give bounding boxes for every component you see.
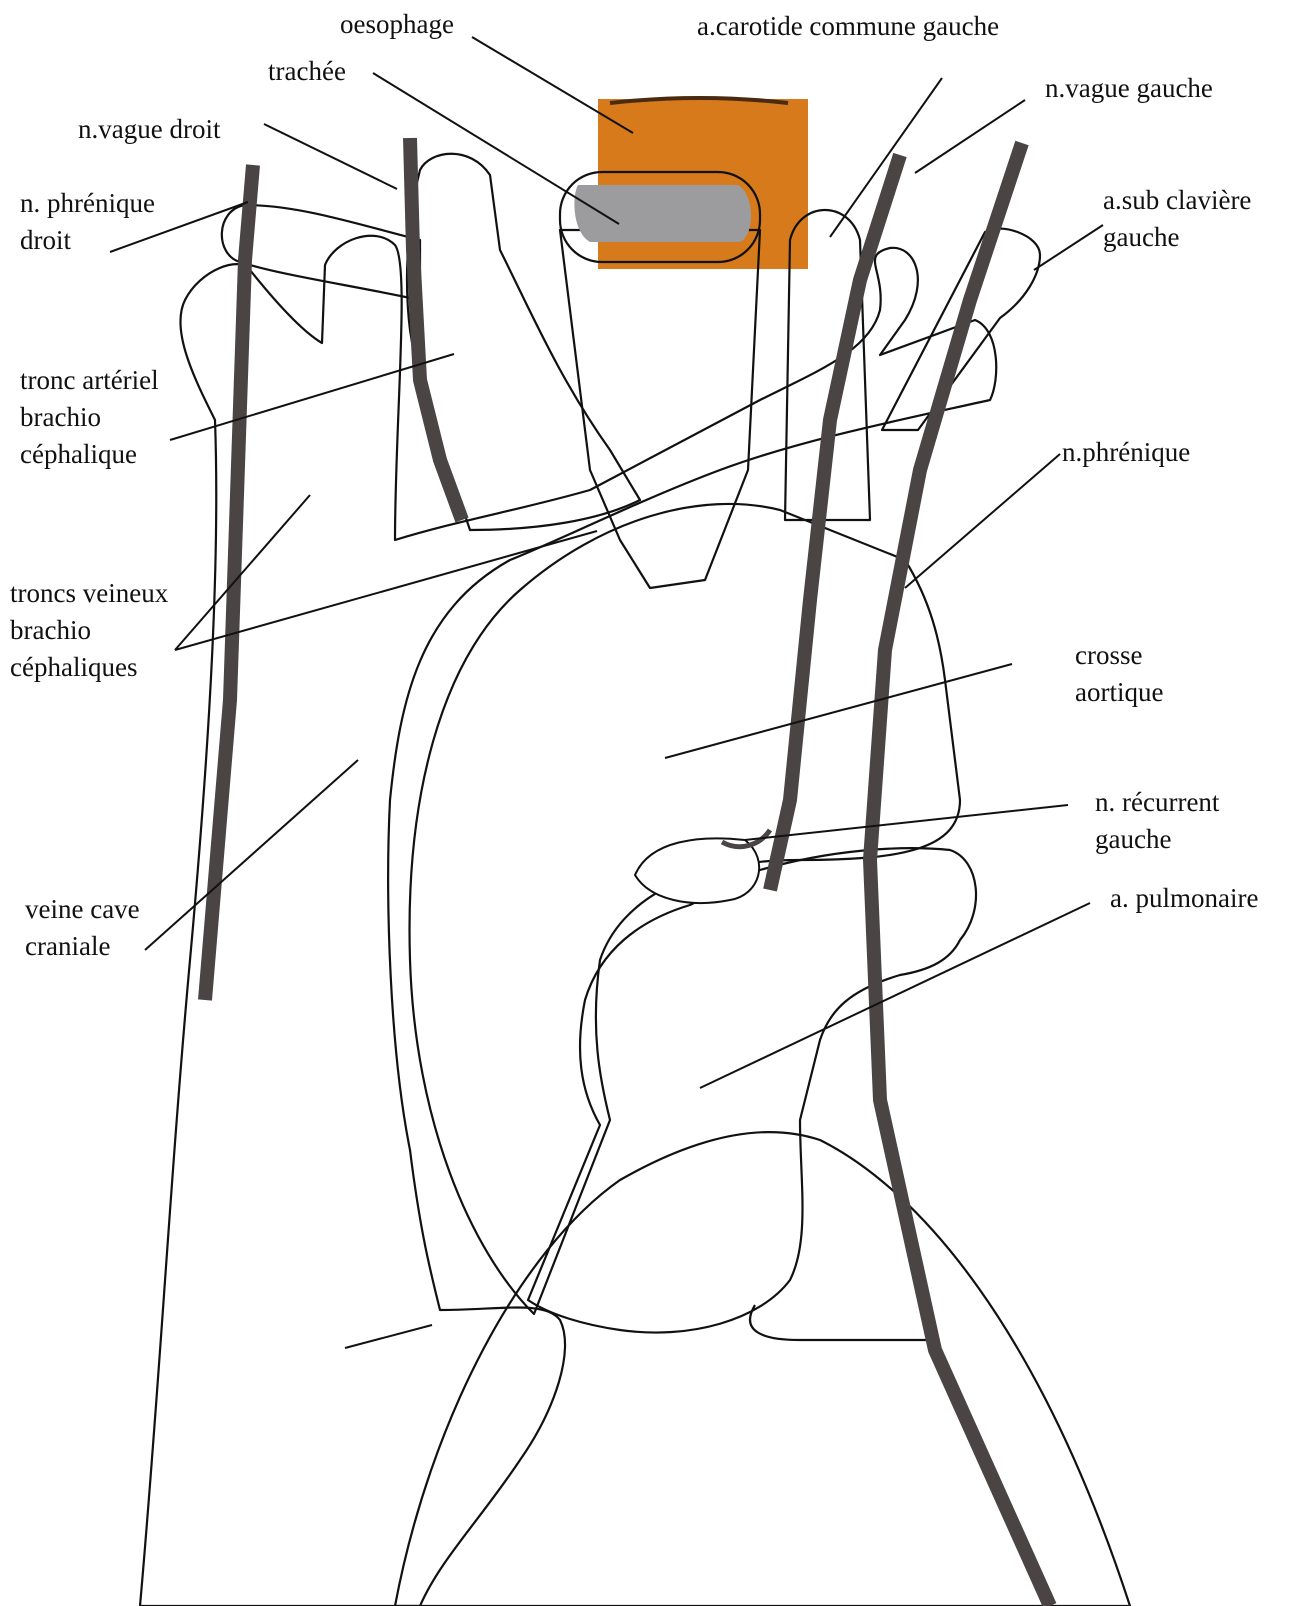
oesophagus xyxy=(598,99,808,269)
heart-auricle-contour xyxy=(750,1305,930,1340)
label-vague-droit: n.vague droit xyxy=(78,111,220,148)
label-troncs-veineux: troncs veineux brachio céphaliques xyxy=(10,575,168,686)
label-oesophage: oesophage xyxy=(340,6,454,43)
label-sub-claviere: a.sub clavière gauche xyxy=(1103,182,1251,256)
right-vagus-nerve xyxy=(410,138,462,520)
label-phrenique: n.phrénique xyxy=(1062,434,1190,471)
trachea xyxy=(560,230,760,588)
label-veine-cave: veine cave craniale xyxy=(25,891,140,965)
label-tronc-arteriel: tronc artériel brachio céphalique xyxy=(20,362,159,473)
label-crosse-aortique: crosse aortique xyxy=(1075,637,1163,711)
label-pulmonaire: a. pulmonaire xyxy=(1110,880,1258,917)
label-phrenique-droit: n. phrénique droit xyxy=(20,185,155,259)
left-phrenic-nerve xyxy=(870,143,1050,1606)
label-recurrent: n. récurrent gauche xyxy=(1095,784,1219,858)
label-vague-gauche: n.vague gauche xyxy=(1045,70,1213,107)
label-trachee: trachée xyxy=(268,53,346,90)
label-carotide: a.carotide commune gauche xyxy=(697,8,999,45)
